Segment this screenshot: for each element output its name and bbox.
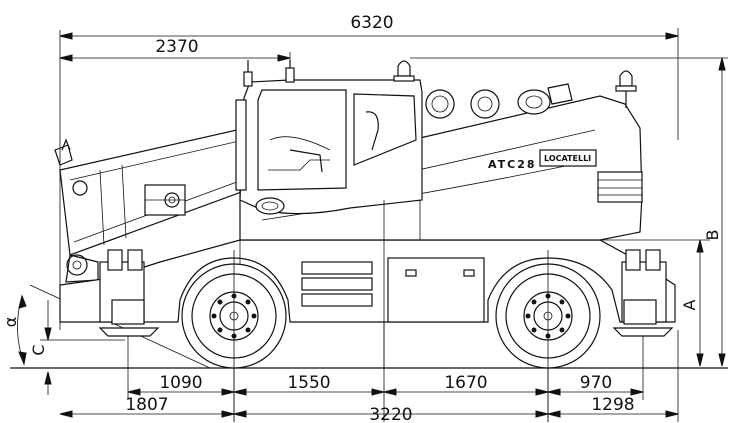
dim-label-1298: 1298	[591, 395, 634, 415]
chassis	[59, 239, 676, 323]
rear-outrigger	[612, 249, 674, 337]
dim-clearance-c	[40, 300, 125, 395]
dim-overall-length	[59, 28, 679, 330]
dim-label-1550: 1550	[287, 373, 330, 393]
brand-plate: LOCATELLI	[544, 154, 591, 163]
dim-label-970: 970	[580, 373, 612, 393]
dim-boom-overhang	[59, 52, 291, 75]
dim-height-a	[600, 239, 710, 367]
dim-label-6320: 6320	[350, 13, 393, 33]
dim-bottom-row-2	[59, 330, 679, 422]
roof-equipment	[393, 60, 637, 119]
dim-label-3220: 3220	[369, 405, 412, 423]
model-badge: ATC28	[488, 158, 537, 171]
dim-label-b: B	[703, 230, 722, 241]
dim-label-alpha: α	[1, 317, 20, 328]
dim-label-c: C	[29, 344, 48, 355]
dim-label-1090: 1090	[159, 373, 202, 393]
dim-label-1807: 1807	[125, 395, 168, 415]
dim-label-1670: 1670	[444, 373, 487, 393]
dim-height-b	[410, 57, 728, 367]
operator-cab	[235, 60, 423, 215]
front-outrigger	[98, 249, 160, 337]
dim-label-a: A	[680, 299, 699, 310]
dim-label-2370: 2370	[155, 37, 198, 57]
